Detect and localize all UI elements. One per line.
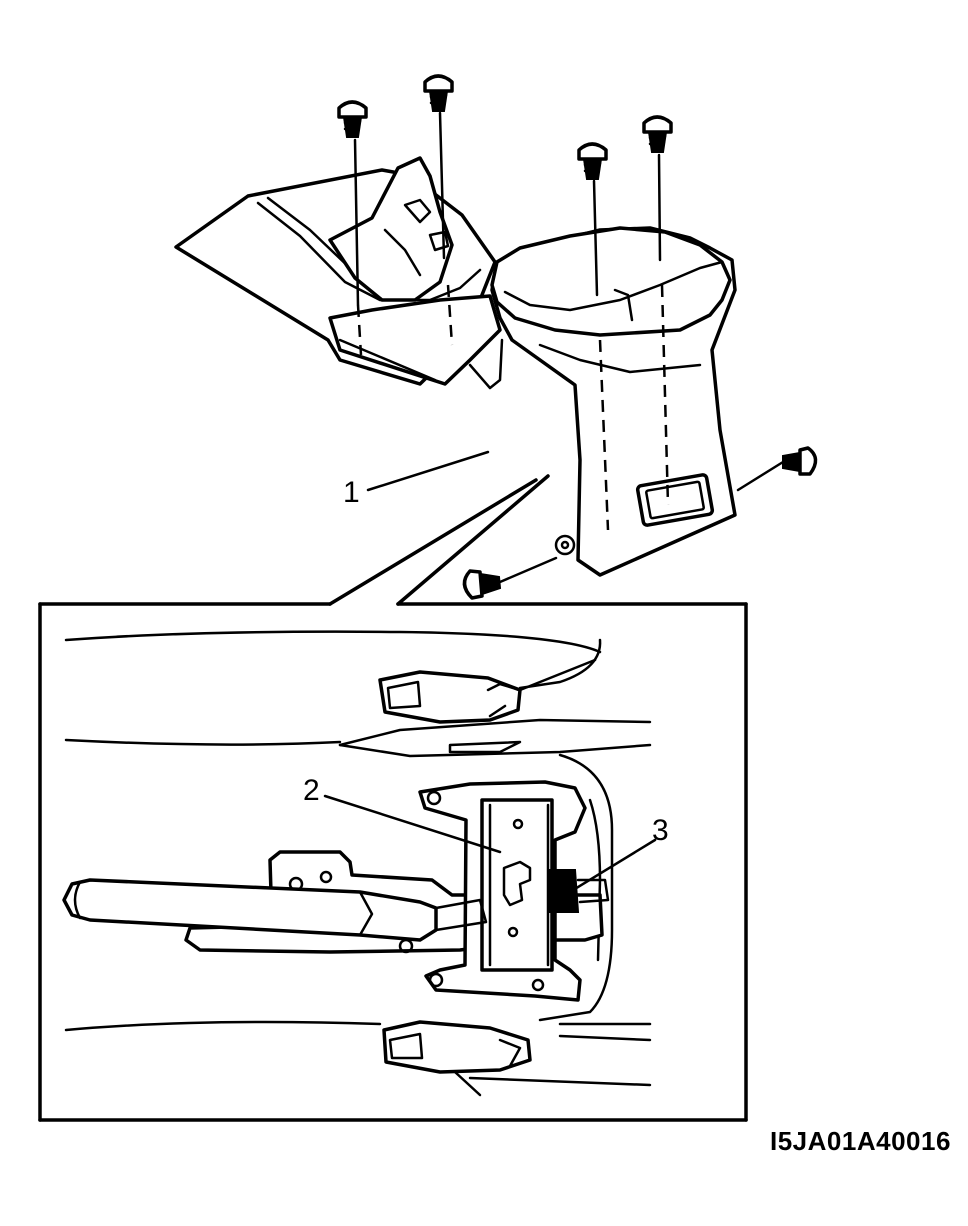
callout-2: 2 — [303, 774, 502, 854]
callout-1: 1 — [343, 450, 490, 509]
screw-icon-3 — [577, 142, 608, 180]
callout-3-label: 3 — [652, 814, 669, 847]
parking-brake-lever — [62, 878, 488, 942]
figure-code: I5JA01A40016 — [770, 1126, 951, 1156]
screw-icon-side-left — [462, 569, 502, 600]
detail-pointer-lines — [38, 474, 748, 606]
seatbelt-buckle-upper — [378, 658, 597, 724]
screw-icon-1 — [337, 100, 368, 138]
console-box-assembly — [174, 156, 737, 577]
callout-2-label: 2 — [303, 774, 320, 807]
callout-1-label: 1 — [343, 476, 360, 509]
screw-icon-side-right — [782, 446, 818, 476]
seatbelt-buckle-lower — [382, 1020, 532, 1097]
callout-3: 3 — [563, 814, 669, 897]
screw-axis-lines — [353, 111, 785, 584]
detail-view-frame — [38, 602, 748, 1122]
screw-icon-2 — [423, 74, 454, 112]
brake-switch-assembly — [418, 780, 610, 1002]
detail-view-contents: 2 3 — [62, 630, 669, 1097]
screw-icon-4 — [642, 115, 673, 153]
